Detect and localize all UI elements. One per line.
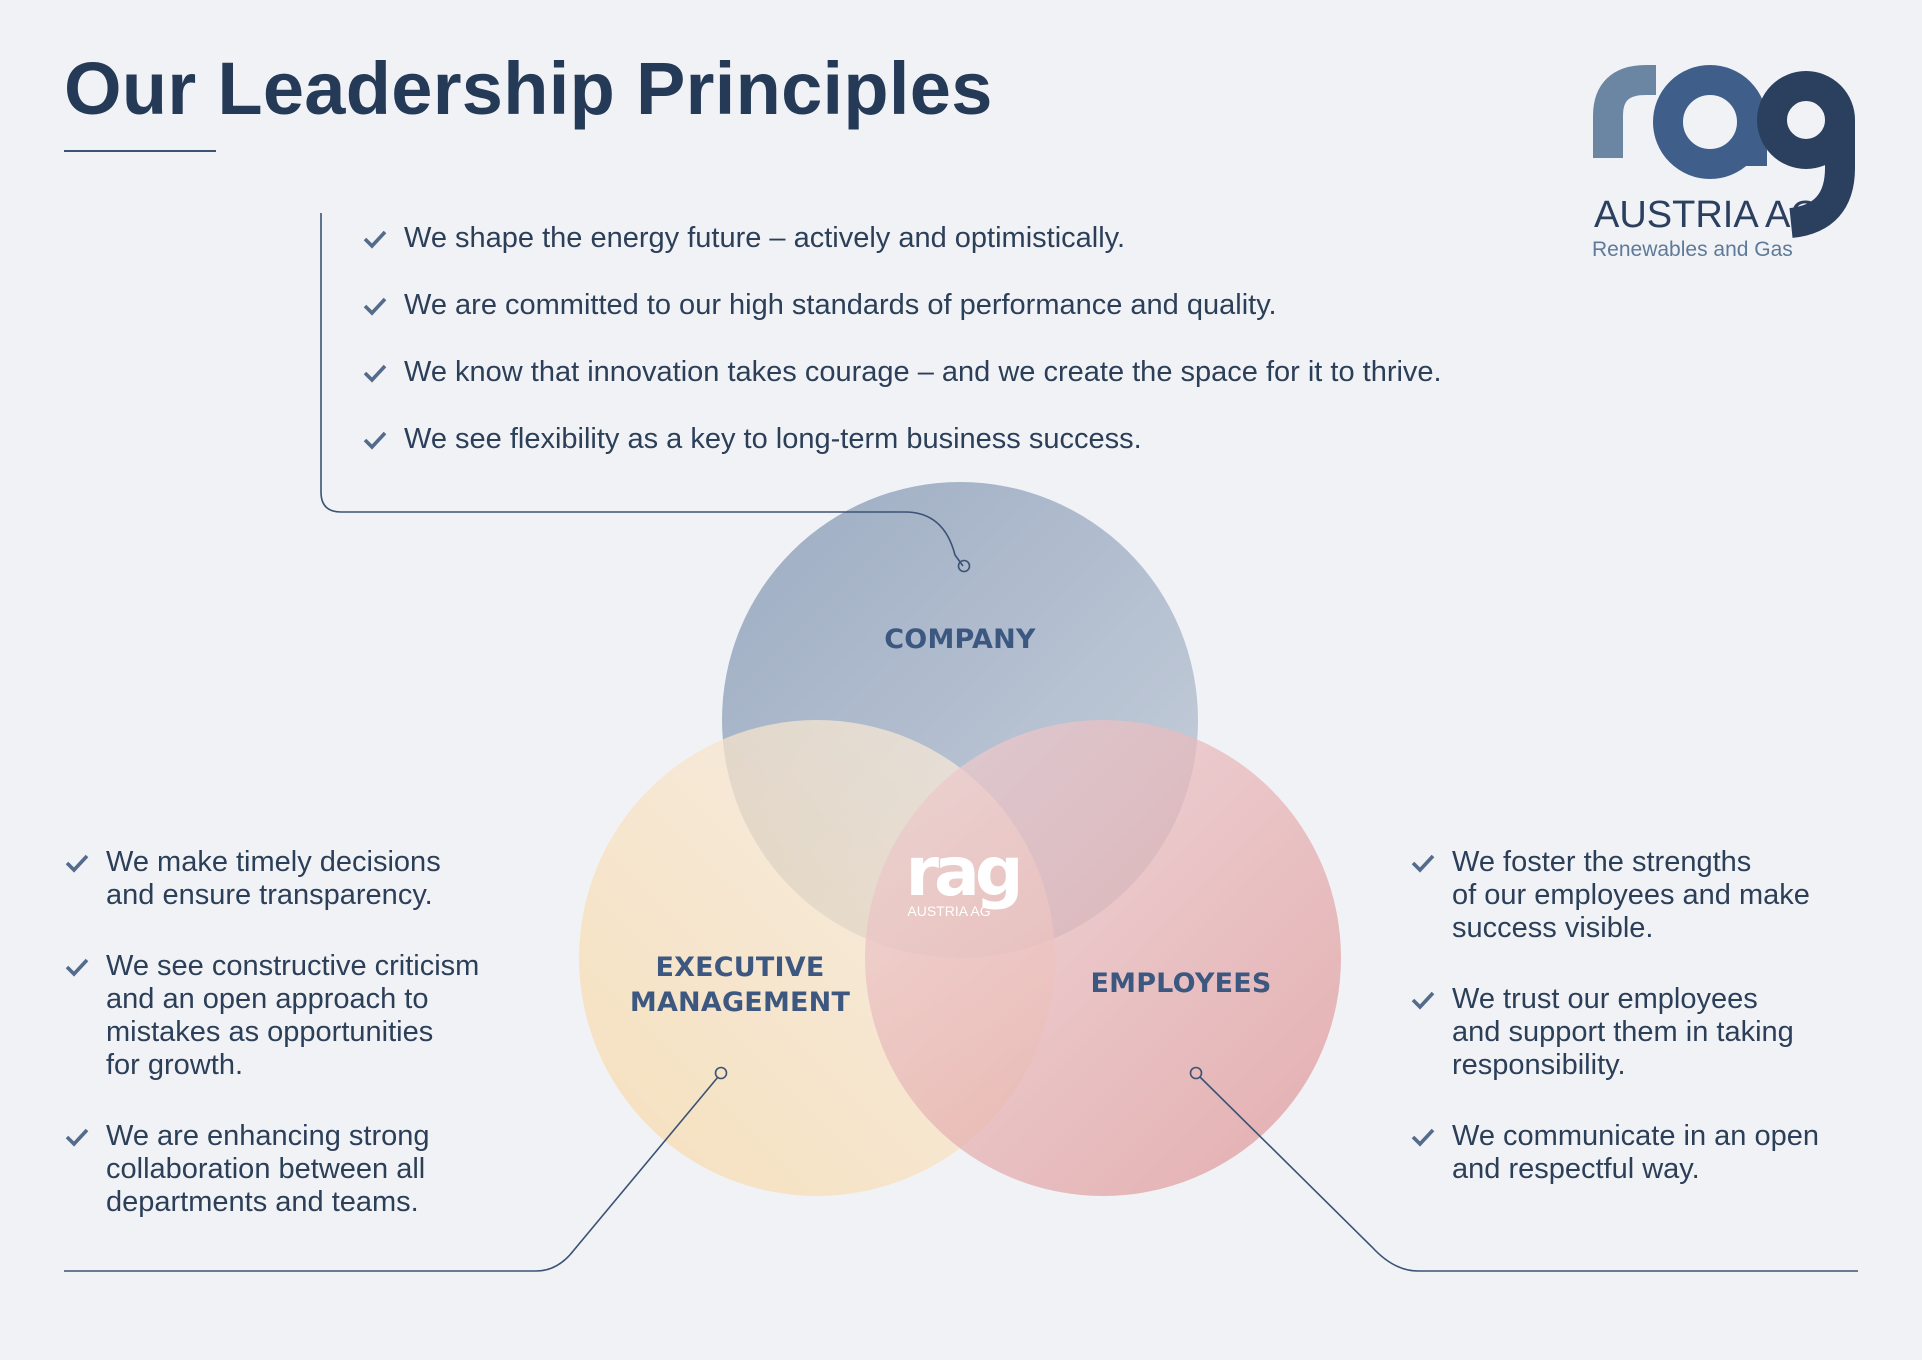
list-item: We trust our employees and support them … [1410,983,1880,1082]
check-icon [1411,1129,1435,1147]
list-item: We shape the energy future – actively an… [362,222,1612,255]
check-icon [65,1129,89,1147]
check-icon [65,854,89,873]
rag-logo: AUSTRIA AG Renewables and Gas [1592,65,1855,261]
list-item-line: and respectful way. [1452,1153,1700,1186]
list-item-line: mistakes as opportunities [106,1016,434,1049]
list-item-line: for growth. [106,1049,243,1082]
check-icon [363,230,387,249]
list-item: We know that innovation takes courage – … [362,356,1612,389]
venn-label-company: COMPANY [884,624,1036,655]
center-logo-wordmark: rag [905,833,1018,912]
list-item: We make timely decisions and ensure tran… [64,846,534,912]
list-item-line: and support them in taking [1452,1016,1794,1049]
list-item: We see constructive criticism and an ope… [64,950,534,1082]
center-logo-company: AUSTRIA AG [907,903,990,919]
list-item-text: We are committed to our high standards o… [404,289,1277,322]
center-logo: rag AUSTRIA AG [905,833,1023,919]
venn-label-executive: EXECUTIVE MANAGEMENT [590,950,890,1020]
list-item-line: of our employees and make [1452,879,1810,912]
logo-g-tail [1788,120,1855,238]
list-item: We see flexibility as a key to long-term… [362,423,1612,456]
list-item: We foster the strengths of our employees… [1410,846,1880,945]
list-item-text: We shape the energy future – actively an… [404,222,1126,254]
list-item: We are committed to our high standards o… [362,289,1612,322]
list-item-line: departments and teams. [106,1186,419,1219]
employee-principles-list: We foster the strengths of our employees… [1410,846,1880,1224]
list-item-text: We see flexibility as a key to long-term… [404,423,1142,456]
connector-employees [1199,1076,1858,1272]
check-icon [363,364,387,383]
check-icon [363,431,387,450]
check-icon [363,297,387,316]
venn-label-executive-line2: MANAGEMENT [629,987,851,1019]
connector-employees-marker [1189,1066,1203,1080]
list-item-line: We foster the strengths [1452,846,1752,878]
connector-executive [64,1076,719,1272]
connector-executive-marker [714,1066,728,1080]
venn-label-employees: EMPLOYEES [1090,968,1272,999]
list-item-line: We are enhancing strong [106,1120,430,1153]
list-item-line: We communicate in an open [1452,1120,1820,1153]
logo-tagline: Renewables and Gas [1592,238,1793,261]
venn-label-executive-line1: EXECUTIVE [655,952,825,983]
logo-company: AUSTRIA AG [1594,194,1820,236]
connector-company [320,213,964,567]
list-item-line: and an open approach to [106,983,429,1016]
list-item-line: and ensure transparency. [106,879,433,912]
venn-circle-employees [865,720,1341,1196]
connector-company-marker [957,559,971,573]
executive-principles-list: We make timely decisions and ensure tran… [64,846,534,1257]
check-icon [1411,854,1435,873]
list-item: We are enhancing strong collaboration be… [64,1120,534,1219]
list-item-line: collaboration between all [106,1153,426,1186]
company-principles-list: We shape the energy future – actively an… [362,222,1612,490]
logo-r-shape [1593,65,1656,158]
list-item-line: We make timely decisions [106,846,441,878]
list-item: We communicate in an open and respectful… [1410,1120,1880,1186]
list-item-line: success visible. [1452,912,1654,945]
title-underline [64,150,216,152]
check-icon [65,958,89,977]
list-item-line: We see constructive criticism [106,950,480,983]
page-title: Our Leadership Principles [64,47,993,130]
list-item-line: We trust our employees [1452,983,1758,1016]
list-item-text: We know that innovation takes courage – … [404,356,1442,389]
list-item-line: responsibility. [1452,1049,1626,1082]
check-icon [1411,991,1435,1010]
